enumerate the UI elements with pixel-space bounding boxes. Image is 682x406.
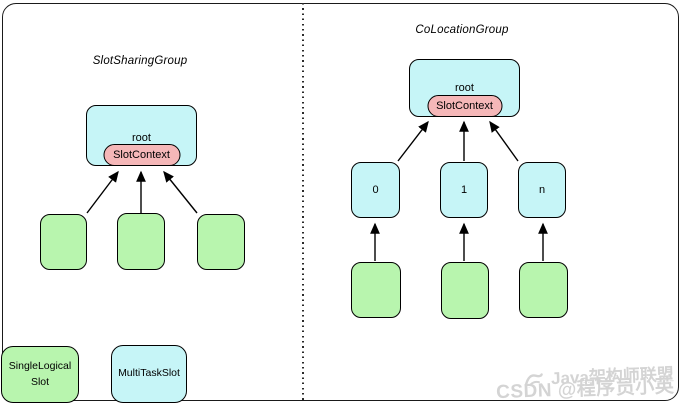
panel-divider-dotted-line (302, 3, 304, 401)
single-logical-slot-box (519, 262, 568, 318)
single-logical-slot-box (197, 214, 245, 270)
legend-multi-task-slot-label: MultiTaskSlot (118, 367, 180, 380)
legend-single-logical-slot-label: SingleLogical Slot (8, 360, 72, 388)
slot-index-label: 0 (372, 184, 379, 196)
slot-context-badge: SlotContext (103, 144, 180, 166)
co-location-group-title: CoLocationGroup (415, 24, 509, 36)
slot-context-badge: SlotContext (427, 95, 502, 117)
watermark: Java架构师联盟 CSDN @程序员小英 (495, 365, 675, 405)
legend-single-logical-slot: SingleLogical Slot (1, 346, 79, 403)
single-logical-slot-box (351, 262, 401, 318)
slot-index-label: 1 (460, 184, 468, 196)
multi-task-slot-box-0: 0 (351, 162, 400, 218)
slot-sharing-group-title: SlotSharingGroup (92, 55, 188, 67)
legend-multi-task-slot: MultiTaskSlot (111, 345, 187, 403)
single-logical-slot-box (40, 214, 87, 270)
root-multitaskslot-box-left: root SlotContext (86, 105, 197, 166)
csdn-logo-icon (524, 373, 543, 388)
single-logical-slot-box (441, 262, 489, 319)
multi-task-slot-box-1: 1 (440, 162, 488, 218)
root-label: root (132, 132, 151, 144)
single-logical-slot-box (117, 213, 165, 270)
outer-border (2, 3, 679, 401)
slot-index-label: n (538, 184, 546, 196)
root-multitaskslot-box-right: root SlotContext (409, 59, 520, 117)
root-label: root (455, 82, 474, 94)
watermark-line1: Java架构师联盟 (495, 365, 674, 392)
multi-task-slot-box-n: n (518, 162, 566, 218)
